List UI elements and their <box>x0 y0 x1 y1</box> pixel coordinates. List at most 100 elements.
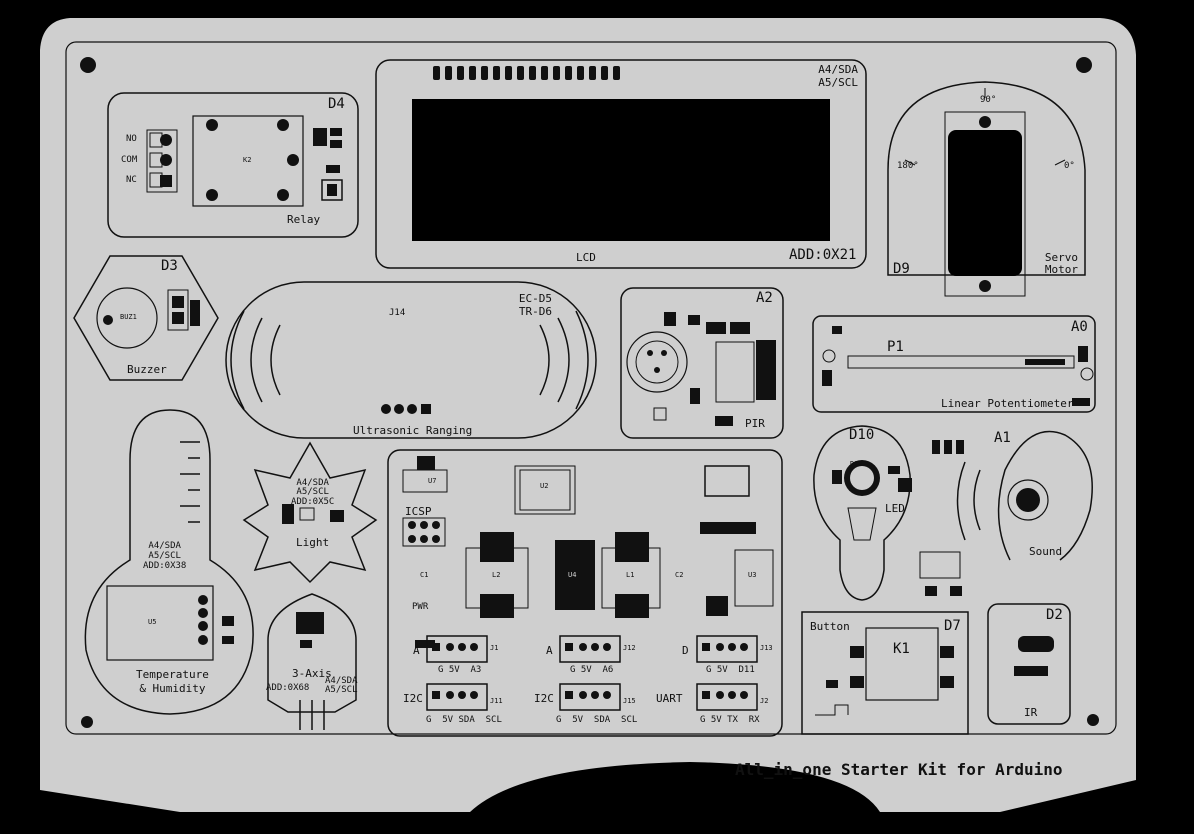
buzzer-pin: D3 <box>161 258 178 274</box>
part-l1: L1 <box>626 571 635 579</box>
button-module <box>801 611 969 735</box>
ultrasonic-name: Ultrasonic Ranging <box>353 424 473 437</box>
relay-module <box>107 92 359 238</box>
connector-j15-pins: G 5V SDA SCL <box>556 715 638 725</box>
connector-j2-pins: G 5V TX RX <box>700 715 760 725</box>
temperature-module <box>84 409 254 715</box>
connector-j1 <box>426 635 488 663</box>
lcd-name: LCD <box>576 251 596 264</box>
potentiometer-module <box>812 315 1096 413</box>
lcd-header-pins <box>433 66 620 80</box>
led-module <box>813 425 912 601</box>
connector-j1-label: A <box>413 644 420 657</box>
pir-module <box>620 287 784 439</box>
buzzer-part: BUZ1 <box>120 313 137 321</box>
lcd-module <box>375 59 867 269</box>
axis-address: ADD:0X68 <box>266 683 310 693</box>
lcd-screen <box>412 99 830 241</box>
light-module <box>242 441 378 584</box>
axis-pins: A4/SDA A5/SCL <box>325 676 358 696</box>
lcd-address: ADD:0X21 <box>789 247 857 263</box>
pir-pin: A2 <box>756 290 773 306</box>
servo-module <box>887 81 1086 297</box>
connector-j11-pins: G 5V SDA SCL <box>426 715 502 725</box>
center-module <box>387 449 783 737</box>
connector-j13-label: D <box>682 644 689 657</box>
pwr-label: PWR <box>412 602 429 612</box>
relay-name: Relay <box>287 213 321 226</box>
sound-module <box>919 430 1093 596</box>
button-pin: D7 <box>944 618 961 634</box>
connector-j11-label: I2C <box>403 692 423 705</box>
ultrasonic-part: J14 <box>389 308 406 318</box>
light-pins: A4/SDA A5/SCL ADD:0X5C <box>291 478 335 507</box>
servo-angle-top: 90° <box>980 95 997 105</box>
part-c2: C2 <box>675 571 684 579</box>
part-u3: U3 <box>748 571 757 579</box>
connector-j13 <box>696 635 758 663</box>
relay-part: K2 <box>243 156 252 164</box>
part-u4: U4 <box>568 571 577 579</box>
ir-pin: D2 <box>1046 607 1063 623</box>
pir-name: PIR <box>745 417 765 430</box>
ir-name: IR <box>1024 706 1038 719</box>
relay-contact-com: COM <box>121 155 138 165</box>
connector-j11 <box>426 683 488 711</box>
sound-pin: A1 <box>994 430 1011 446</box>
button-part: K1 <box>893 641 910 657</box>
servo-angle-right: 0° <box>1064 161 1075 171</box>
connector-j2 <box>696 683 758 711</box>
mount-hole-bl <box>81 716 93 728</box>
mount-hole-tr <box>1076 57 1092 73</box>
sound-name: Sound <box>1029 545 1063 558</box>
servo-angle-left: 180° <box>897 161 919 171</box>
potentiometer-pin: A0 <box>1071 319 1088 335</box>
connector-j13-part: J13 <box>760 644 773 652</box>
connector-j15-label: I2C <box>534 692 554 705</box>
ir-module <box>987 603 1071 725</box>
connector-j15 <box>559 683 621 711</box>
temperature-part: U5 <box>148 618 157 626</box>
inner-border <box>65 41 1117 735</box>
relay-pin-label: D4 <box>328 96 345 112</box>
buzzer-module <box>73 255 219 381</box>
led-pin: D10 <box>849 427 875 443</box>
relay-contact-no: NO <box>126 134 137 144</box>
light-name: Light <box>296 536 330 549</box>
temperature-pins: A4/SDA A5/SCL ADD:0X38 <box>143 541 187 571</box>
button-name: Button <box>810 620 850 633</box>
ultrasonic-module <box>225 281 597 439</box>
buzzer-name: Buzzer <box>127 363 167 376</box>
connector-j11-part: J11 <box>490 697 503 705</box>
led-part: D11 <box>850 460 863 468</box>
axis-module <box>267 593 357 730</box>
connector-j12-pins: G 5V A6 <box>570 665 614 675</box>
potentiometer-name: Linear Potentiometer <box>941 397 1074 410</box>
connector-j2-label: UART <box>656 692 683 705</box>
mount-hole-tl <box>80 57 96 73</box>
connector-j1-pins: G 5V A3 <box>438 665 482 675</box>
mount-hole-br <box>1087 714 1099 726</box>
connector-j2-part: J2 <box>760 697 769 705</box>
connector-j15-part: J15 <box>623 697 636 705</box>
temperature-name: Temperature & Humidity <box>136 668 209 696</box>
part-l2: L2 <box>492 571 501 579</box>
part-c1: C1 <box>420 571 429 579</box>
servo-pin: D9 <box>893 261 910 277</box>
part-u2: U2 <box>540 482 549 490</box>
connector-j12-label: A <box>546 644 553 657</box>
lcd-pins: A4/SDA A5/SCL <box>818 63 858 89</box>
axis-name: 3-Axis <box>292 667 332 680</box>
connector-j12 <box>559 635 621 663</box>
part-u7: U7 <box>428 477 437 485</box>
board-title: All_in_one Starter Kit for Arduino <box>735 760 1063 779</box>
connector-j12-part: J12 <box>623 644 636 652</box>
servo-name: Servo Motor <box>1044 251 1078 277</box>
led-name: LED <box>885 502 905 515</box>
relay-contact-nc: NC <box>126 175 137 185</box>
connector-j1-part: J1 <box>490 644 499 652</box>
ultrasonic-pins: EC-D5 TR-D6 <box>518 292 552 318</box>
icsp-label: ICSP <box>405 505 432 518</box>
